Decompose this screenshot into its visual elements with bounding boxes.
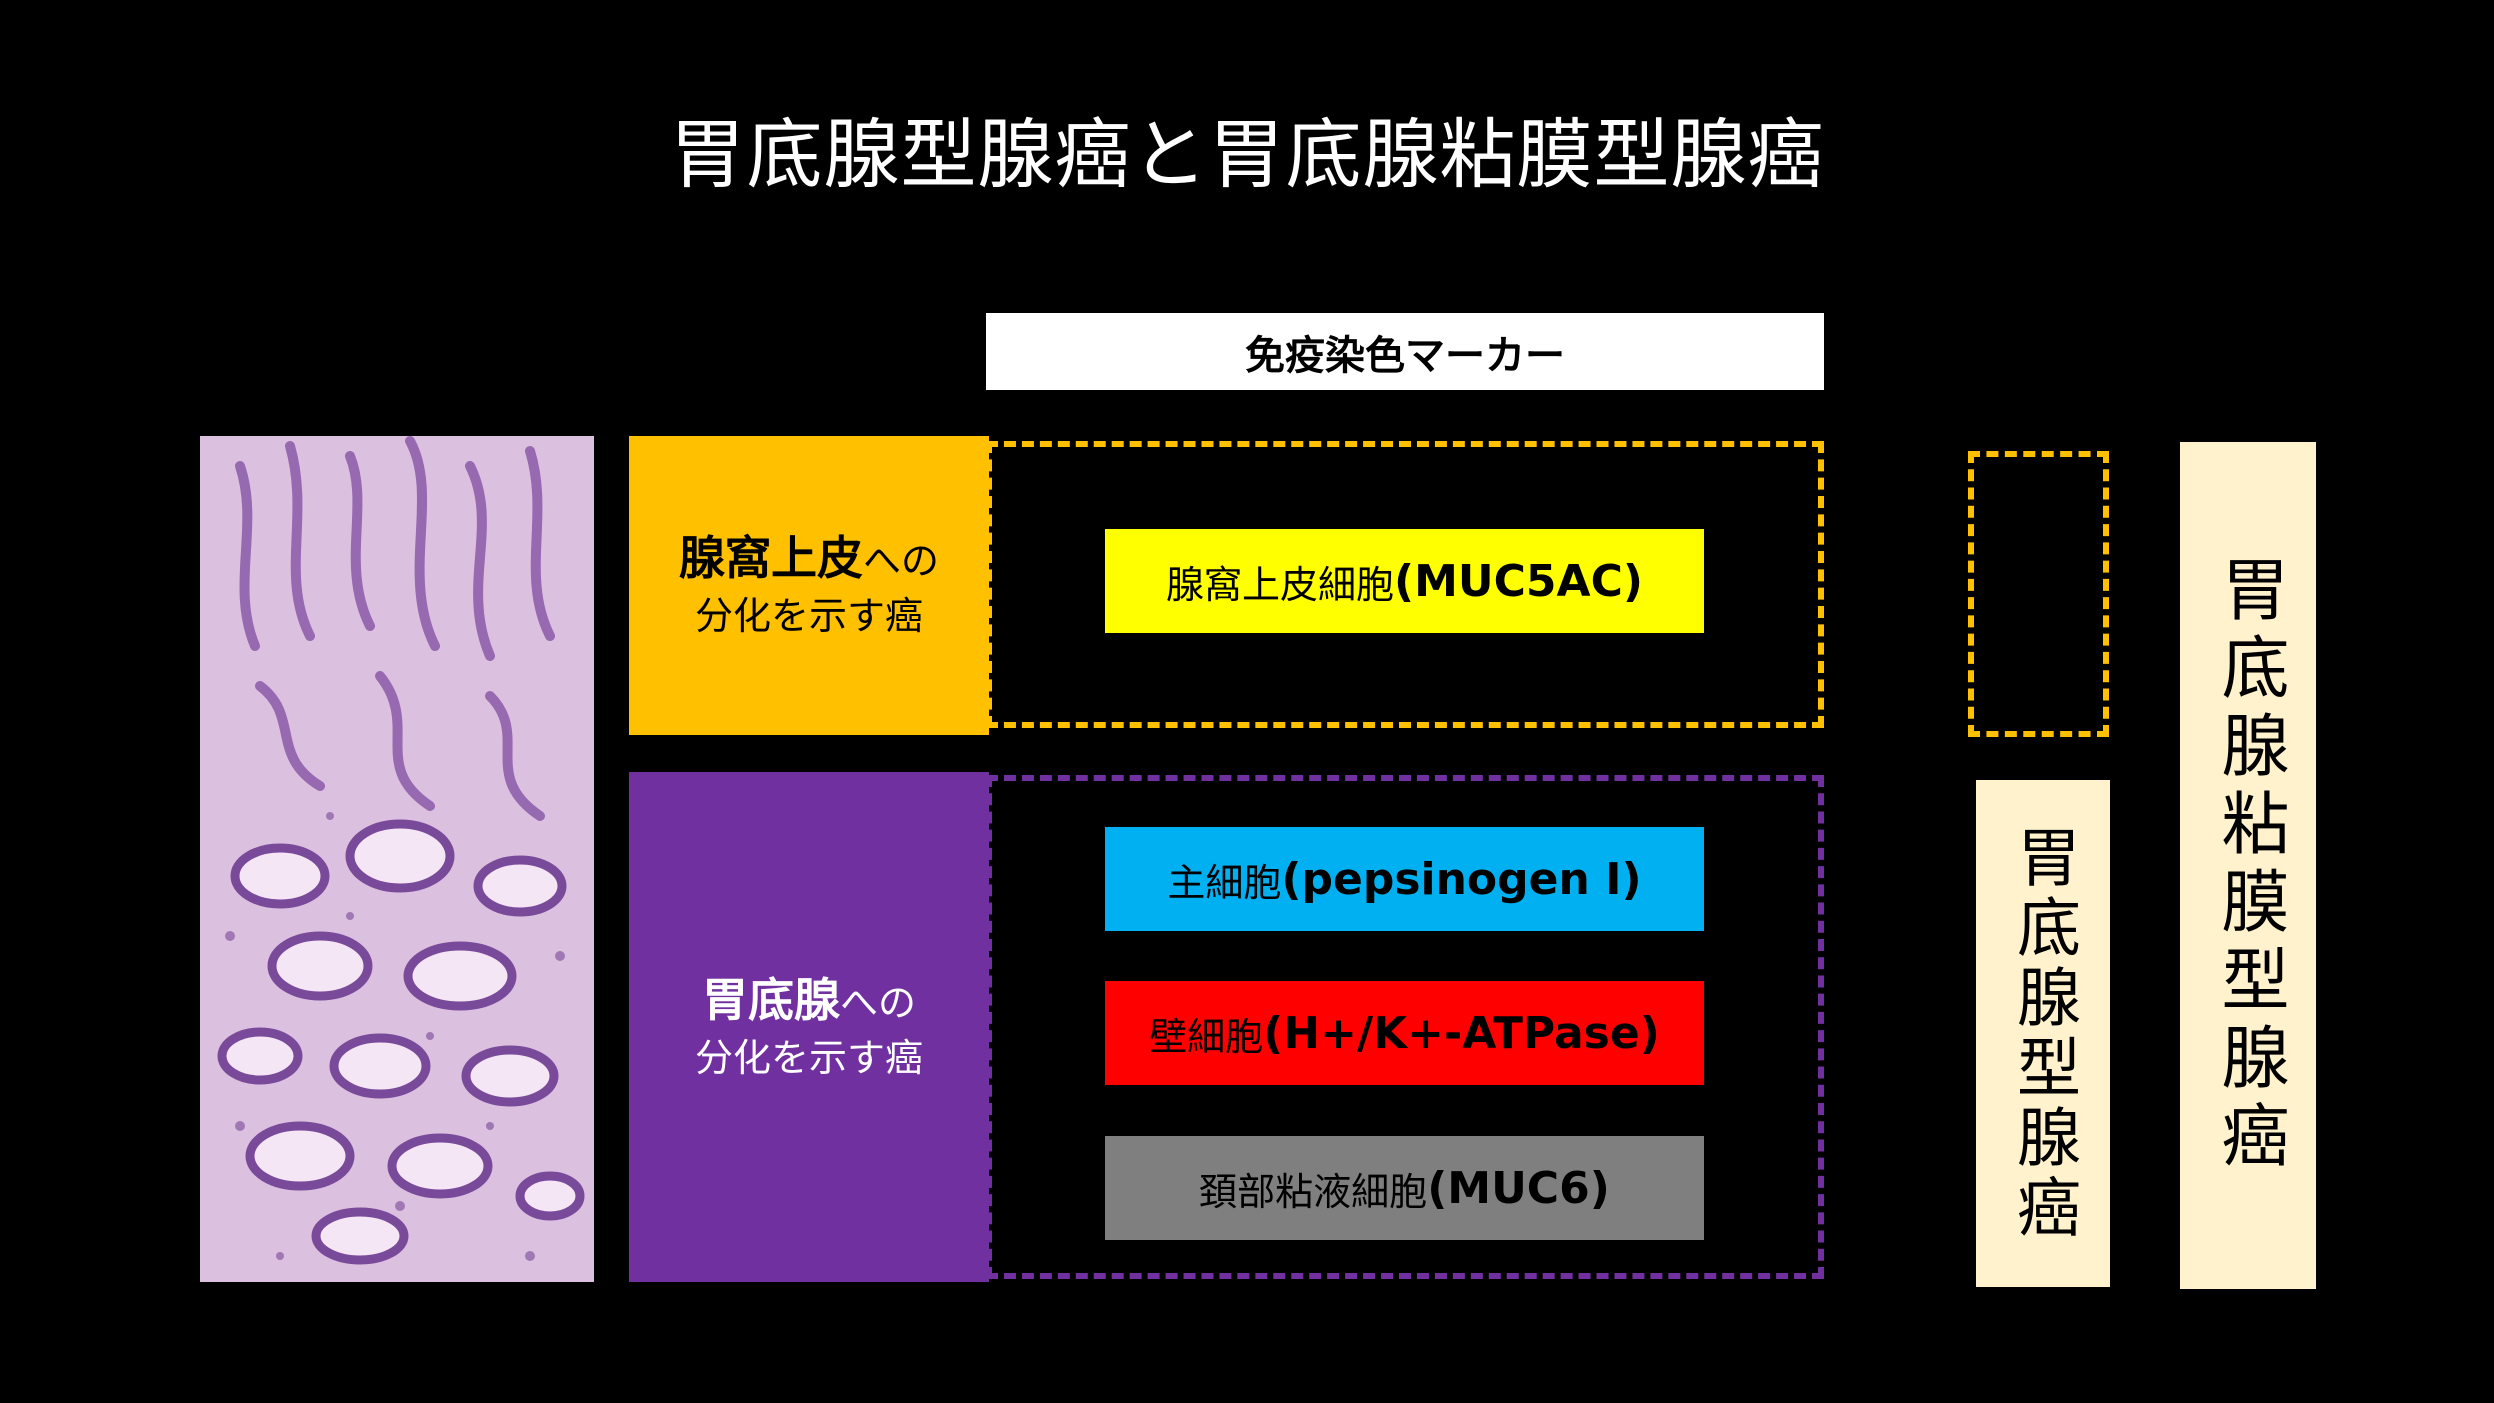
foveolar-indicator-frame	[1968, 451, 2109, 737]
label-fundic-gland-type: 胃底腺型腺癌	[1976, 780, 2110, 1287]
category-foveolar-differentiation: 腺窩上皮への 分化を示す癌	[629, 436, 989, 735]
marker-muc6-cell: 頚部粘液細胞	[1199, 1169, 1428, 1214]
category-foveolar-main: 腺窩上皮	[678, 531, 863, 585]
label-fundic-gland-mucosa-type: 胃底腺粘膜型腺癌	[2180, 442, 2316, 1289]
category-fundic-differentiation: 胃底腺への 分化を示す癌	[629, 772, 989, 1282]
label-fundic-gland-type-text: 胃底腺型腺癌	[2006, 823, 2080, 1244]
histology-image	[200, 436, 594, 1282]
fundic-marker-frame	[986, 775, 1824, 1279]
marker-pepsinogen: 主細胞(pepsinogen I)	[1105, 827, 1704, 931]
marker-muc5ac: 腺窩上皮細胞(MUC5AC)	[1105, 529, 1704, 633]
marker-muc5ac-cell: 腺窩上皮細胞	[1166, 562, 1395, 607]
foveolar-marker-frame	[986, 441, 1824, 728]
marker-pepsinogen-name: (pepsinogen I)	[1281, 853, 1642, 905]
category-foveolar-line2: 分化を示す癌	[694, 594, 923, 638]
category-fundic-main: 胃底腺	[701, 972, 840, 1027]
marker-header: 免疫染色マーカー	[986, 313, 1824, 390]
slide-title: 胃底腺型腺癌と胃底腺粘膜型腺癌	[669, 110, 1825, 199]
marker-pepsinogen-cell: 主細胞	[1167, 860, 1282, 905]
marker-atpase-cell: 壁細胞	[1149, 1014, 1264, 1059]
marker-muc5ac-name: (MUC5AC)	[1394, 555, 1643, 607]
marker-atpase-name: (H+/K+-ATPase)	[1263, 1007, 1660, 1059]
category-foveolar-suffix: への	[862, 539, 939, 583]
category-fundic-line2: 分化を示す癌	[694, 1035, 923, 1080]
marker-muc6: 頚部粘液細胞(MUC6)	[1105, 1136, 1704, 1240]
histology-illustration	[200, 436, 594, 1282]
marker-muc6-name: (MUC6)	[1427, 1162, 1610, 1214]
category-fundic-suffix: への	[839, 980, 916, 1025]
label-fundic-gland-mucosa-type-text: 胃底腺粘膜型腺癌	[2209, 553, 2288, 1178]
marker-atpase: 壁細胞(H+/K+-ATPase)	[1105, 981, 1704, 1085]
